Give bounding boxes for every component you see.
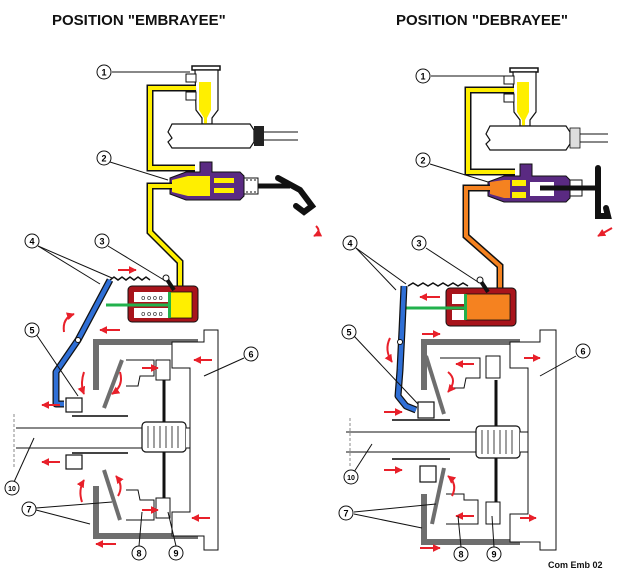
return-spring <box>109 276 151 281</box>
input-shaft <box>13 380 211 500</box>
master-cylinder <box>487 163 600 203</box>
callout-3: 3 <box>99 237 104 247</box>
svg-text:o o o o: o o o o <box>141 295 163 302</box>
release-bearing <box>65 397 83 413</box>
master-cylinder <box>169 161 290 201</box>
return-spring <box>407 282 469 287</box>
clutch-cover <box>421 339 520 545</box>
clutch-pedal <box>595 165 613 237</box>
flywheel <box>171 329 219 551</box>
slave-cylinder <box>445 276 517 327</box>
callout-6: 6 <box>248 350 253 360</box>
svg-text:o o o o: o o o o <box>141 311 163 318</box>
panel-engaged: o o o o o o o o <box>4 64 323 561</box>
input-shaft <box>346 380 545 505</box>
reservoir-body <box>485 125 608 151</box>
callout-6: 6 <box>580 347 585 357</box>
clutch-pedal <box>275 175 323 237</box>
title-engaged: POSITION "EMBRAYEE" <box>52 12 226 29</box>
callout-10: 10 <box>8 486 16 493</box>
clutch-disc <box>485 355 501 379</box>
fluid-reservoir <box>185 65 221 125</box>
callout-5: 5 <box>346 328 351 338</box>
panel-disengaged: 1 2 3 4 5 6 7 8 9 10 <box>338 67 613 562</box>
callout-4: 4 <box>29 237 34 247</box>
callout-7: 7 <box>26 505 31 515</box>
callout-1: 1 <box>101 68 106 78</box>
callout-9: 9 <box>173 549 178 559</box>
slave-cylinder: o o o o o o o o <box>127 274 199 323</box>
callout-2: 2 <box>420 156 425 166</box>
clutch-disc <box>155 359 171 381</box>
flywheel <box>509 329 557 551</box>
callout-4: 4 <box>347 239 352 249</box>
callout-2: 2 <box>101 154 106 164</box>
callout-3: 3 <box>416 239 421 249</box>
fluid-reservoir <box>503 67 539 127</box>
callout-10: 10 <box>347 475 355 482</box>
callouts-engaged: 1 2 3 4 5 6 7 8 9 10 <box>4 64 259 561</box>
diaphragm-spring <box>102 359 124 409</box>
callout-1: 1 <box>420 72 425 82</box>
callout-5: 5 <box>29 326 34 336</box>
reservoir-body <box>167 123 298 149</box>
release-bearing <box>417 401 435 419</box>
pressure-plate <box>440 357 481 389</box>
pressure-plate <box>126 359 155 387</box>
title-disengaged: POSITION "DEBRAYEE" <box>396 12 569 29</box>
clutch-cover <box>93 339 198 539</box>
diaphragm-spring <box>424 355 446 415</box>
callout-9: 9 <box>491 550 496 560</box>
callouts-disengaged: 1 2 3 4 5 6 7 8 9 10 <box>338 68 591 562</box>
callout-8: 8 <box>136 549 141 559</box>
callout-8: 8 <box>458 550 463 560</box>
figure-reference: Com Emb 02 <box>548 560 603 570</box>
callout-7: 7 <box>343 509 348 519</box>
